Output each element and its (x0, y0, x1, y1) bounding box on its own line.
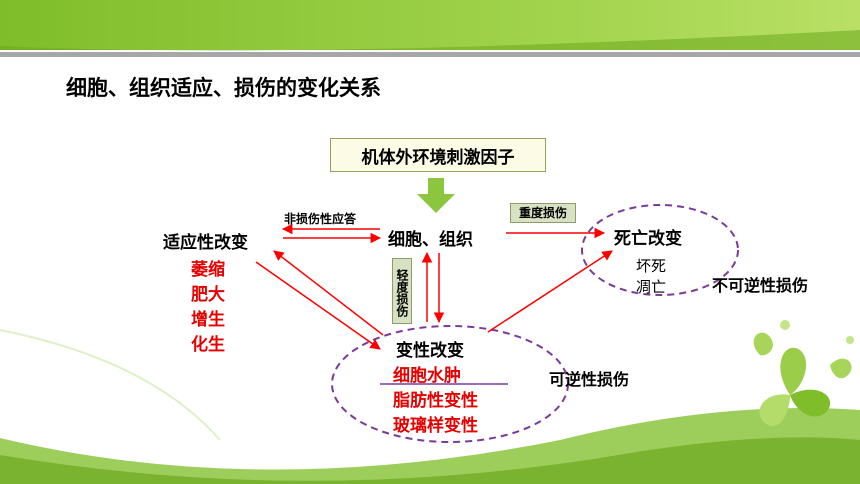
green-down-arrow-icon (417, 178, 455, 213)
death-ellipse (581, 204, 739, 296)
death-change-node: 死亡改变 (614, 229, 682, 249)
list-item: 玻璃样变性 (393, 416, 478, 436)
list-item: 细胞水肿 (393, 366, 461, 386)
cell-tissue-node: 细胞、组织 (388, 230, 473, 250)
irreversible-injury-label: 不可逆性损伤 (712, 276, 809, 295)
page-title: 细胞、组织适应、损伤的变化关系 (66, 76, 381, 100)
list-item: 萎缩 (191, 260, 225, 280)
list-item: 增生 (191, 310, 225, 330)
list-item: 脂肪性变性 (393, 391, 478, 411)
stimulus-box: 机体外环境刺激因子 (330, 138, 546, 172)
arrow-adaptive-to-degeneration (255, 261, 381, 350)
mild-injury-tag: 轻度损伤 (392, 258, 412, 324)
list-item: 凋亡 (636, 278, 667, 296)
arrow-degeneration-to-adaptive (273, 250, 384, 336)
leaf-decoration-icon (753, 320, 854, 427)
adaptive-change-node: 适应性改变 (163, 233, 248, 253)
list-item: 肥大 (191, 285, 225, 305)
degeneration-change-node: 变性改变 (396, 341, 464, 361)
reversible-injury-label: 可逆性损伤 (549, 370, 630, 389)
non-injury-label: 非损伤性应答 (284, 212, 357, 226)
list-item: 坏死 (636, 257, 667, 275)
degeneration-items-list: 细胞水肿 脂肪性变性 玻璃样变性 (393, 364, 478, 439)
banner-gray-stripe (0, 52, 860, 57)
degeneration-ellipse (331, 325, 569, 443)
adaptive-items-list: 萎缩 肥大 增生 化生 (191, 258, 225, 358)
severe-injury-tag: 重度损伤 (510, 203, 576, 223)
death-items-list: 坏死 凋亡 (636, 256, 666, 298)
list-item: 化生 (191, 335, 225, 355)
arrow-degeneration-to-death (487, 250, 613, 333)
